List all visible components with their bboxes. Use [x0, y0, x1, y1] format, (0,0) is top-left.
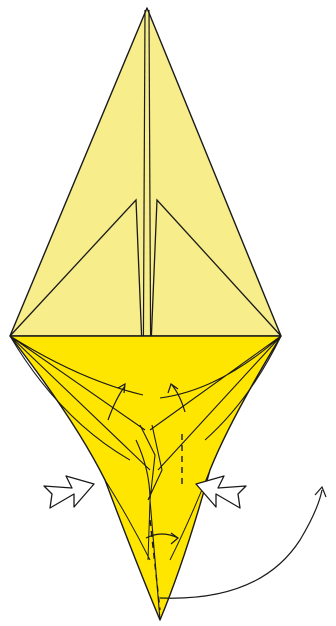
lower-body-paper	[10, 336, 281, 620]
upper-kite-paper	[10, 8, 281, 336]
push-in-arrow-left-icon	[44, 476, 94, 508]
